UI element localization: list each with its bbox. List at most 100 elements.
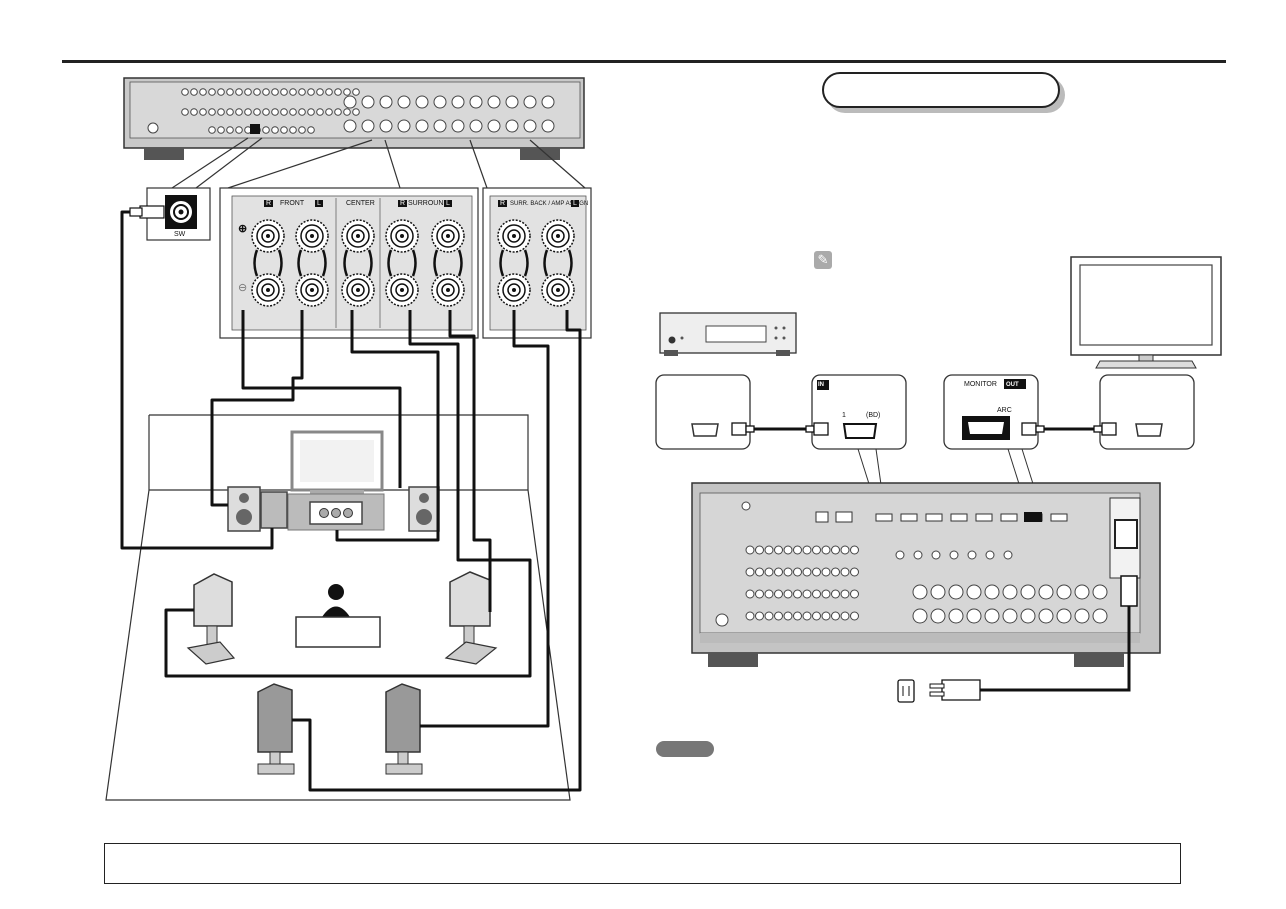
speaker-post bbox=[948, 584, 964, 600]
terminal-wire bbox=[387, 249, 417, 277]
surr-back-l-badge: L bbox=[571, 200, 579, 207]
rca-jack bbox=[226, 108, 234, 116]
binding-post bbox=[541, 273, 575, 307]
rca-jack bbox=[821, 611, 831, 621]
terminal-wire bbox=[433, 249, 463, 277]
binding-post bbox=[251, 219, 285, 253]
rca-jack bbox=[745, 567, 755, 577]
speaker-post bbox=[343, 95, 357, 109]
rca-jack bbox=[334, 88, 342, 96]
rca-jack bbox=[783, 567, 793, 577]
rca-jack bbox=[334, 108, 342, 116]
speaker-post bbox=[361, 119, 375, 133]
note-badge bbox=[656, 741, 714, 757]
surr-back-terminal-panel bbox=[482, 187, 592, 339]
terminal-wire bbox=[297, 249, 327, 277]
footer-box bbox=[104, 843, 1181, 884]
plus-symbol: ⊕ bbox=[238, 223, 248, 235]
binding-post bbox=[541, 219, 575, 253]
surr-back-label: SURR. BACK / AMP ASSIGN bbox=[510, 201, 589, 207]
rca-jack bbox=[244, 108, 252, 116]
speaker-post bbox=[361, 95, 375, 109]
speaker-post bbox=[1092, 608, 1108, 624]
rca-jack bbox=[831, 589, 840, 599]
rca-jack bbox=[199, 88, 207, 96]
rca-jack bbox=[802, 545, 812, 555]
surround-back-speaker-left bbox=[257, 683, 295, 775]
rca-jack bbox=[831, 611, 840, 621]
rca-jack bbox=[298, 126, 306, 134]
rca-jack bbox=[949, 550, 959, 560]
rca-jack bbox=[343, 108, 351, 116]
rca-jack bbox=[821, 545, 831, 555]
speaker-post bbox=[343, 119, 357, 133]
speaker-post bbox=[397, 119, 411, 133]
usb-port bbox=[815, 511, 829, 523]
rca-jack bbox=[271, 88, 279, 96]
rca-jack bbox=[913, 550, 923, 560]
speaker-cables bbox=[120, 210, 582, 792]
rca-jack bbox=[325, 88, 333, 96]
rca-jack bbox=[793, 567, 802, 577]
room-tv bbox=[287, 430, 385, 531]
rca-jack bbox=[190, 88, 198, 96]
hdmi-cable-2 bbox=[1021, 422, 1117, 436]
rca-jack bbox=[802, 611, 812, 621]
speaker-post bbox=[487, 95, 501, 109]
receiver-top-panel bbox=[123, 77, 585, 160]
rca-jack bbox=[812, 567, 821, 577]
speaker-post bbox=[1038, 584, 1054, 600]
speaker-post bbox=[1002, 608, 1018, 624]
speaker-post bbox=[984, 584, 1000, 600]
rca-jack bbox=[307, 108, 315, 116]
rca-jack bbox=[812, 611, 821, 621]
speaker-post bbox=[966, 584, 982, 600]
hdmi-out-port bbox=[1024, 512, 1042, 522]
hdmi-port bbox=[950, 513, 968, 522]
rca-jack bbox=[764, 611, 774, 621]
terminal-wire bbox=[253, 249, 283, 277]
speaker-post bbox=[984, 608, 1000, 624]
speaker-post bbox=[1020, 584, 1036, 600]
front-label: FRONT bbox=[280, 200, 305, 207]
rca-jack bbox=[352, 108, 360, 116]
speaker-post bbox=[451, 119, 465, 133]
callout-lines bbox=[171, 137, 586, 189]
rca-plug bbox=[129, 205, 165, 219]
speaker-post bbox=[433, 95, 447, 109]
rca-jack bbox=[235, 126, 243, 134]
arc-label: ARC bbox=[997, 407, 1012, 414]
binding-post bbox=[385, 273, 419, 307]
pencil-icon: ✎ bbox=[814, 251, 832, 269]
rca-jack bbox=[262, 88, 270, 96]
rca-jack bbox=[181, 88, 189, 96]
sw-jack-highlight bbox=[250, 124, 260, 134]
terminal-wire bbox=[499, 249, 529, 277]
rca-jack bbox=[802, 589, 812, 599]
hdmi-out-label: OUT bbox=[1006, 382, 1019, 388]
speaker-post bbox=[1092, 584, 1108, 600]
surround-label: SURROUND bbox=[408, 200, 449, 207]
surr-back-r-badge: R bbox=[498, 200, 508, 207]
rca-jack bbox=[967, 550, 977, 560]
rca-jack bbox=[289, 126, 297, 134]
rca-jack bbox=[793, 545, 802, 555]
hdmi-port bbox=[925, 513, 943, 522]
rca-jack bbox=[783, 611, 793, 621]
speaker-post bbox=[912, 608, 928, 624]
rca-jack bbox=[289, 88, 297, 96]
rca-jack bbox=[280, 108, 288, 116]
speaker-post bbox=[930, 608, 946, 624]
speaker-post bbox=[930, 584, 946, 600]
binding-post bbox=[341, 219, 375, 253]
rca-jack bbox=[316, 108, 324, 116]
speaker-post bbox=[1074, 608, 1090, 624]
rca-jack bbox=[745, 545, 755, 555]
rca-jack bbox=[745, 589, 755, 599]
rca-jack bbox=[831, 545, 840, 555]
surround-l-badge: L bbox=[444, 200, 452, 207]
rca-jack bbox=[1003, 550, 1013, 560]
rca-jack bbox=[253, 108, 261, 116]
rca-jack bbox=[783, 589, 793, 599]
rca-jack bbox=[812, 589, 821, 599]
